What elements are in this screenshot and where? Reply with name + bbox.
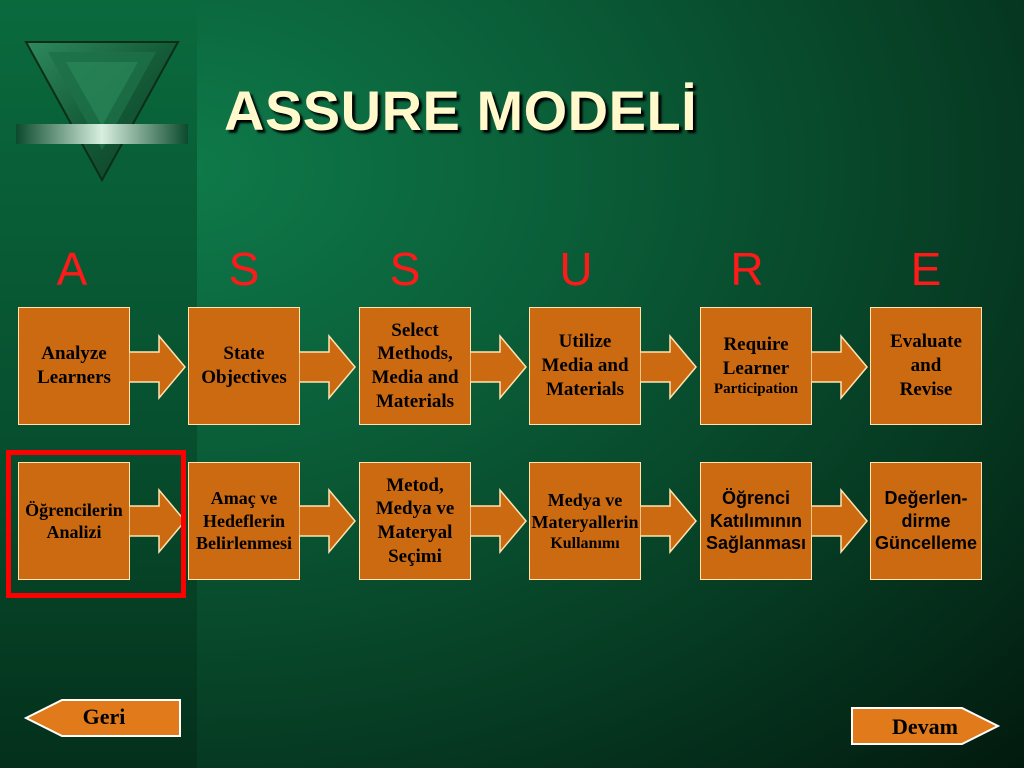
letter-a: A [56, 243, 88, 295]
step-label: Medya ve Materyallerin [531, 489, 639, 533]
back-button-label: Geri [82, 704, 126, 729]
arrow-right-icon [129, 334, 186, 400]
arrow-right-icon [470, 488, 527, 554]
letter-s1: S [228, 243, 260, 295]
arrow-right-icon [299, 488, 356, 554]
step-medya-kullanimi: Medya ve Materyallerin Kullanımı [529, 462, 641, 580]
step-evaluate-revise: Evaluate and Revise [870, 307, 982, 425]
step-analyze-learners: Analyze Learners [18, 307, 130, 425]
step-label: Öğrencilerin Analizi [25, 499, 123, 543]
step-label: State Objectives [201, 343, 287, 388]
step-ogrenci-katilimi: Öğrenci Katılımının Sağlanması [700, 462, 812, 580]
step-ogrencilerin-analizi: Öğrencilerin Analizi [18, 462, 130, 580]
step-label: Değerlen- dirme Güncelleme [874, 488, 978, 554]
step-utilize-media: Utilize Media and Materials [529, 307, 641, 425]
step-amac-hedefler: Amaç ve Hedeflerin Belirlenmesi [188, 462, 300, 580]
letter-e: E [910, 243, 942, 295]
step-label: Utilize Media and Materials [541, 331, 629, 400]
letter-s2: S [389, 243, 421, 295]
arrow-right-icon [640, 488, 697, 554]
step-label: Metod, Medya ve Materyal Seçimi [375, 474, 455, 567]
right-arrow-icon [851, 707, 1000, 745]
step-require-participation: Require Learner Participation [700, 307, 812, 425]
step-label-small: Kullanımı [550, 534, 620, 552]
step-label-small: Participation [713, 381, 799, 398]
triangle-logo-icon [16, 41, 188, 183]
arrow-right-icon [299, 334, 356, 400]
step-state-objectives: State Objectives [188, 307, 300, 425]
page-title: ASSURE MODELİ [224, 79, 698, 142]
step-label: Evaluate and Revise [890, 331, 962, 400]
arrow-right-icon [811, 488, 868, 554]
step-label: Öğrenci Katılımının Sağlanması [705, 488, 807, 554]
letter-r: R [730, 243, 764, 295]
step-label: Select Methods, Media and Materials [371, 319, 459, 412]
left-arrow-icon [24, 699, 181, 737]
next-button-label: Devam [892, 714, 958, 739]
step-label: Amaç ve Hedeflerin Belirlenmesi [196, 488, 292, 554]
arrow-right-icon [640, 334, 697, 400]
next-button[interactable]: Devam [850, 706, 1000, 746]
step-label: Require Learner [722, 333, 790, 379]
step-label: Analyze Learners [37, 343, 111, 388]
step-degerlendirme: Değerlen- dirme Güncelleme [870, 462, 982, 580]
current-step-highlight [6, 450, 186, 598]
arrow-right-icon [470, 334, 527, 400]
step-metod-medya-secimi: Metod, Medya ve Materyal Seçimi [359, 462, 471, 580]
step-select-methods: Select Methods, Media and Materials [359, 307, 471, 425]
arrow-right-icon [811, 334, 868, 400]
arrow-right-icon [129, 488, 186, 554]
back-button[interactable]: Geri [24, 698, 184, 738]
letter-u: U [559, 243, 593, 295]
